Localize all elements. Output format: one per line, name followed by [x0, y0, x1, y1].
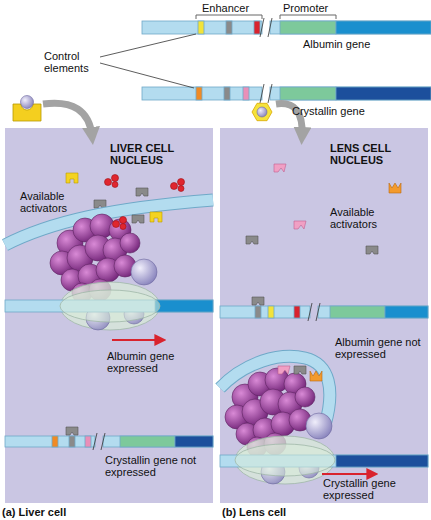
free-activators [246, 164, 401, 254]
panel-caption: (a) Liver cell [2, 506, 122, 518]
dna-albumin-liver [5, 300, 213, 312]
leader-line [100, 34, 196, 88]
dna-crystallin-liver [5, 433, 213, 450]
bound-activator [252, 297, 264, 305]
callout-label: Control elements [44, 50, 104, 74]
bound-activators [278, 366, 322, 381]
gene-status: Albumin gene expressed [107, 350, 187, 374]
gene-label: Crystallin gene [292, 105, 392, 117]
bracket [196, 15, 336, 19]
bound-activator [66, 427, 78, 435]
transcription-arrow [322, 473, 376, 475]
polymerase [235, 444, 335, 476]
liver-complex [50, 214, 160, 330]
signal-arrow [276, 104, 302, 136]
gene-status: Albumin gene not expressed [335, 336, 425, 360]
panel-title: LENS CELL NUCLEUS [330, 142, 420, 166]
dna-loop [220, 356, 330, 425]
panel-title: LIVER CELL NUCLEUS [110, 142, 200, 166]
gene-status: Crystallin gene not expressed [105, 454, 205, 478]
dna-albumin [142, 18, 431, 37]
transcription-arrow [112, 339, 164, 341]
gene-label: Albumin gene [303, 38, 393, 50]
dna-loop [5, 200, 213, 245]
free-activators [66, 173, 185, 208]
panel-caption: (b) Lens cell [222, 506, 342, 518]
lens-complex [225, 368, 335, 484]
polymerase [60, 290, 160, 322]
dna-crystallin [142, 84, 431, 103]
bound-activators [113, 212, 163, 230]
dna-crystallin-lens [220, 455, 428, 467]
signal-arrow [43, 103, 92, 136]
activators-label: Available activators [330, 206, 396, 230]
nucleus-panel: LIVER CELL NUCLEUS Available activatorsAl… [5, 128, 213, 503]
gene-status: Crystallin gene expressed [323, 477, 423, 501]
nucleus-panel: LENS CELL NUCLEUS Available activatorsAlb… [220, 128, 428, 503]
signal-molecule [252, 103, 272, 120]
dna-albumin-lens [220, 303, 428, 321]
region-label: Enhancer [202, 2, 272, 14]
signal-molecule [13, 96, 41, 122]
region-label: Promoter [283, 2, 353, 14]
activators-label: Available activators [20, 190, 86, 214]
